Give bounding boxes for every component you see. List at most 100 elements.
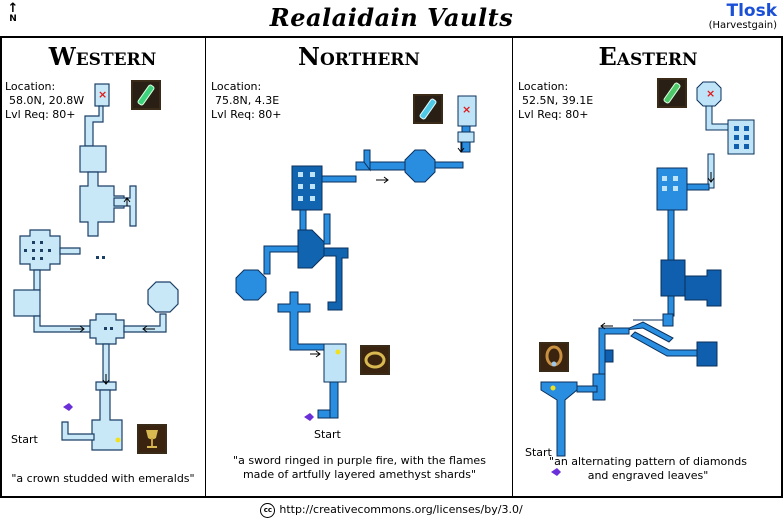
location-coords: 52.5N, 39.1E	[522, 94, 594, 107]
room	[684, 269, 722, 307]
room	[91, 389, 123, 451]
panel-western: Western Location: 58.0N, 20.8W Lvl Req: …	[0, 38, 206, 498]
goblet-item-icon	[137, 424, 167, 454]
corridor	[84, 105, 104, 147]
corridor	[355, 161, 406, 171]
corridor	[686, 183, 710, 191]
start-label: Start	[314, 428, 341, 441]
room	[323, 343, 347, 383]
room	[404, 149, 436, 183]
corridor	[113, 185, 137, 227]
path-arrow	[102, 374, 110, 385]
location-block-northern: Location: 75.8N, 4.3E Lvl Req: 80+	[211, 80, 282, 122]
quote-eastern: "an alternating pattern of diamonds and …	[513, 455, 783, 483]
room	[147, 281, 179, 313]
quote-western: "a crown studded with emeralds"	[11, 472, 195, 485]
corridor	[321, 175, 357, 183]
level-requirement: Lvl Req: 80+	[5, 108, 76, 121]
amethyst-sword-item-icon	[413, 94, 443, 124]
location-label: Location:	[5, 80, 56, 93]
panel-title-western: Western	[48, 42, 157, 71]
room	[727, 119, 755, 155]
corridor	[598, 327, 630, 375]
location-coords: 58.0N, 20.8W	[9, 94, 85, 107]
room	[235, 269, 267, 301]
location-block-western: Location: 58.0N, 20.8W Lvl Req: 80+	[5, 80, 84, 122]
corridor	[707, 153, 715, 189]
corridor	[59, 247, 81, 255]
start-dot-icon	[115, 437, 121, 443]
corridor	[61, 421, 95, 441]
corridor	[633, 313, 674, 327]
corridor	[317, 409, 331, 419]
quote-line: "a sword ringed in purple fire, with the…	[233, 454, 486, 467]
corridor	[363, 149, 371, 172]
author-server: (Harvestgain)	[708, 20, 777, 31]
north-indicator: ↑ N	[6, 1, 20, 24]
path-arrow	[457, 142, 465, 153]
room	[457, 131, 475, 143]
map-northern: ×	[235, 95, 477, 421]
room	[660, 259, 686, 297]
portal-icon	[551, 468, 561, 476]
license-link[interactable]: http://creativecommons.org/licenses/by/3…	[279, 503, 523, 516]
start-dot-icon	[335, 349, 341, 355]
path-arrow	[123, 197, 131, 206]
location-coords: 75.8N, 4.3E	[215, 94, 280, 107]
corridor	[434, 161, 464, 169]
page-title: Realaidain Vaults	[269, 3, 514, 32]
start-label: Start	[11, 433, 38, 446]
location-block-eastern: Location: 52.5N, 39.1E Lvl Req: 80+	[518, 80, 593, 122]
map-western: ×	[13, 83, 179, 451]
corridor	[624, 321, 674, 343]
corridor	[263, 245, 299, 275]
corridor	[323, 247, 349, 311]
corridor	[95, 381, 117, 391]
panel-title-eastern: Eastern	[598, 42, 698, 71]
emerald-item-icon	[131, 80, 161, 110]
quote-northern: "a sword ringed in purple fire, with the…	[206, 454, 513, 482]
north-arrow-icon: ↑	[7, 1, 19, 16]
room	[656, 167, 688, 211]
emerald-item-icon	[657, 78, 687, 108]
portal-icon	[304, 413, 314, 421]
room	[696, 341, 718, 367]
panel-title-northern: Northern	[298, 42, 420, 71]
start-label: Start	[525, 446, 552, 459]
panel-eastern: Eastern Location: 52.5N, 39.1E Lvl Req: …	[513, 38, 783, 498]
panel-northern: Northern Location: 75.8N, 4.3E Lvl Req: …	[206, 38, 513, 498]
path-arrow	[70, 325, 85, 333]
target-marker-icon: ×	[706, 87, 715, 100]
title-bar: ↑ N Realaidain Vaults Tlosk (Harvestgain…	[0, 0, 783, 38]
necklace-item-icon	[539, 342, 569, 372]
room	[540, 381, 578, 457]
ring-item-icon	[360, 345, 390, 375]
location-label: Location:	[211, 80, 262, 93]
path-arrow	[600, 322, 613, 330]
author-name: Tlosk	[726, 1, 777, 21]
room	[79, 171, 125, 237]
room	[291, 165, 323, 211]
portal-icon	[63, 403, 73, 411]
path-arrow	[707, 172, 715, 183]
corridor	[33, 269, 41, 291]
creative-commons-icon: cc	[260, 502, 276, 518]
map-eastern: ×	[540, 81, 755, 476]
level-requirement: Lvl Req: 80+	[518, 108, 589, 121]
target-marker-icon: ×	[462, 103, 471, 116]
corridor	[667, 295, 675, 317]
corridor	[705, 105, 729, 131]
corridor	[299, 209, 307, 231]
author-block: Tlosk (Harvestgain)	[709, 2, 777, 31]
room	[13, 289, 41, 317]
quote-line: "an alternating pattern of diamonds	[549, 455, 747, 468]
room	[604, 349, 614, 363]
level-requirement: Lvl Req: 80+	[211, 108, 282, 121]
corridor	[667, 209, 675, 261]
quote-line: made of artfully layered amethyst shards…	[242, 468, 477, 481]
path-arrow	[310, 350, 321, 358]
corridor	[123, 313, 167, 333]
path-arrow	[376, 176, 389, 184]
start-dot-icon	[550, 385, 556, 391]
